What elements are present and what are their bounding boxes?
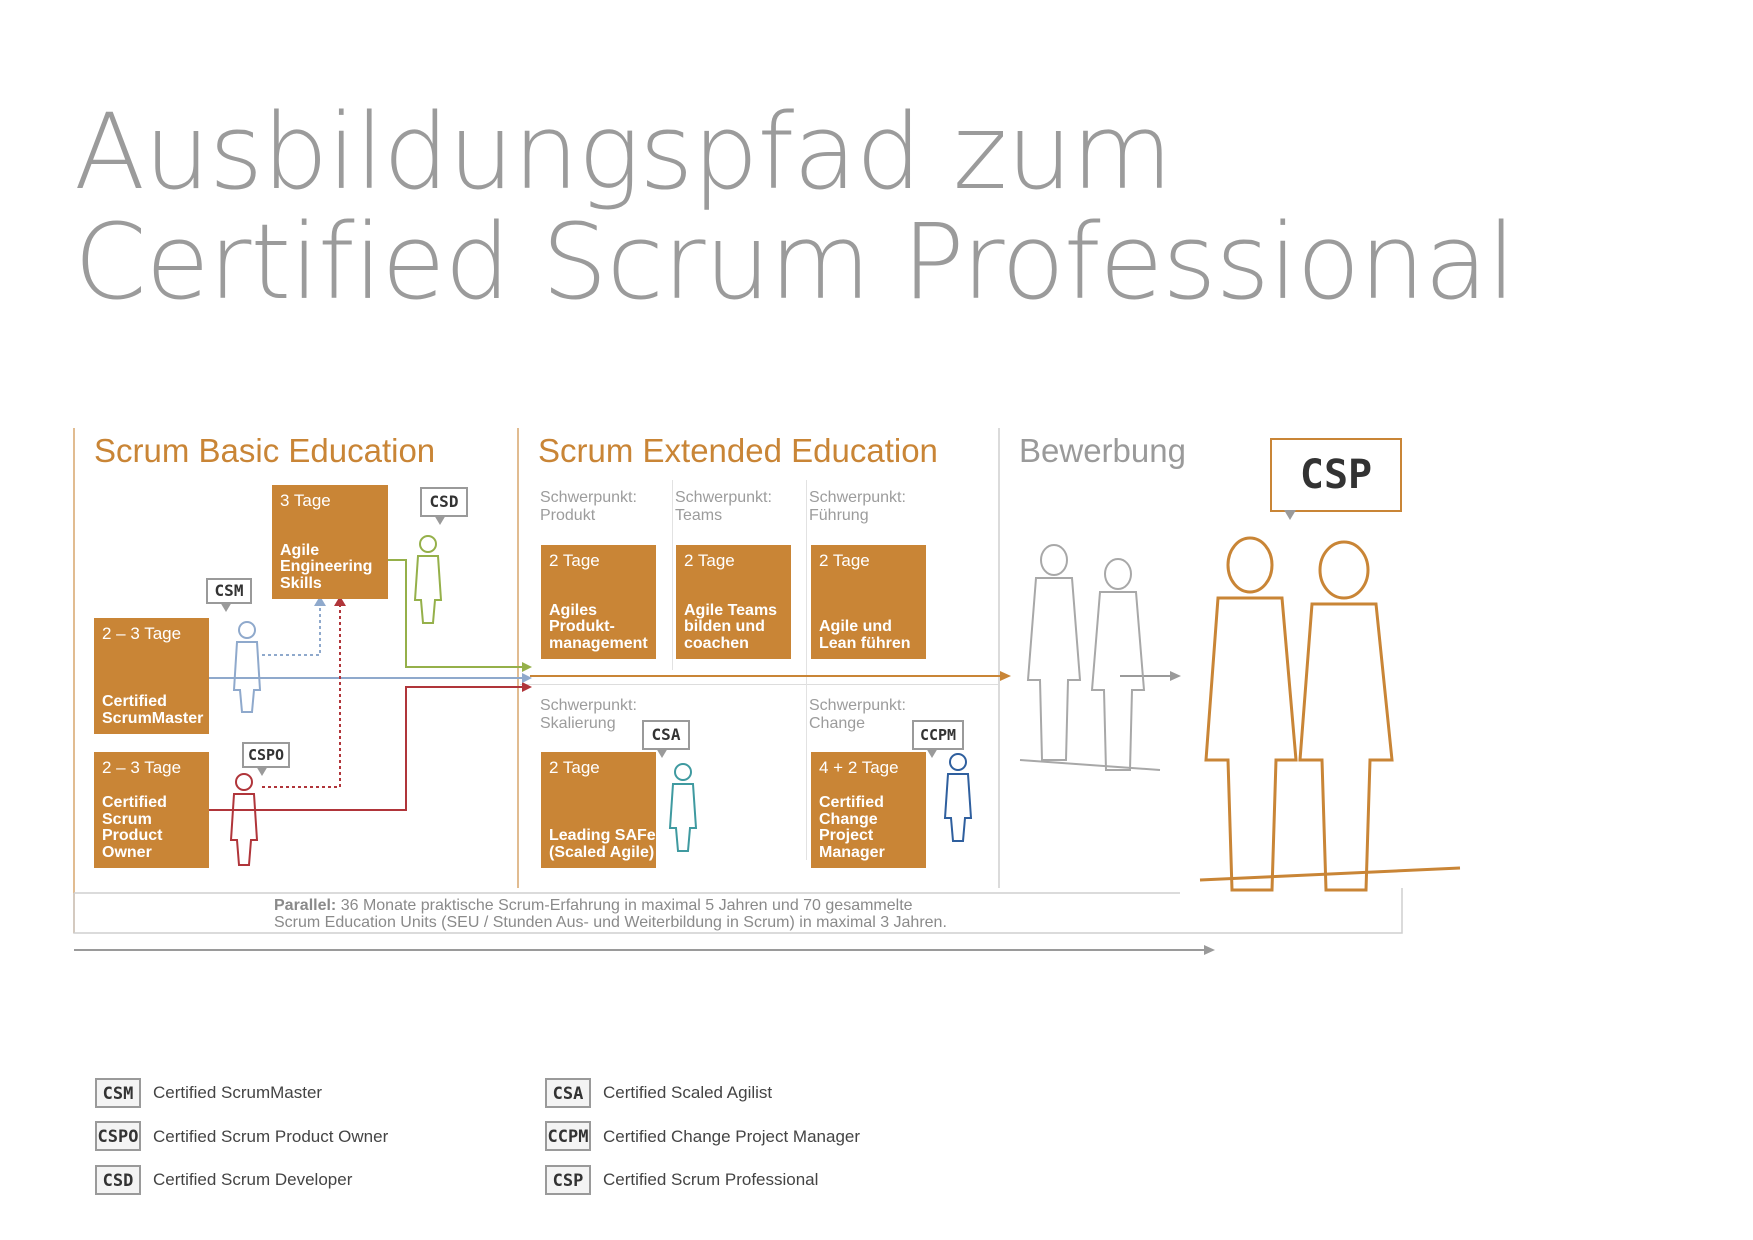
legend-badge-csd: CSD	[95, 1165, 141, 1195]
extended-path-arrowhead	[1000, 671, 1011, 681]
legend-badge-csm: CSM	[95, 1078, 141, 1108]
csm-person-figure	[232, 621, 262, 713]
legend-badge-cspo: CSPO	[95, 1121, 141, 1151]
parallel-label: Parallel:	[274, 897, 337, 914]
bubble-cspo: CSPO	[242, 742, 290, 776]
legend-text-csa: Certified Scaled Agilist	[603, 1083, 773, 1102]
legend-badge-csp: CSP	[545, 1165, 591, 1195]
course-days: 2 – 3 Tage	[102, 758, 182, 777]
course-box-ccpm: 4 + 2 Tage Certified Change Project Mana…	[811, 752, 926, 868]
csd-path-line	[388, 559, 530, 668]
bubble-csp: CSP	[1270, 438, 1402, 520]
course-box-produkt: 2 Tage Agiles Produkt- management	[541, 545, 656, 659]
course-box-csm: 2 – 3 Tage Certified ScrumMaster	[94, 618, 209, 734]
section-divider-2	[998, 428, 1000, 888]
course-name: Agile und Lean führen	[819, 618, 911, 653]
bubble-csd: CSD	[420, 487, 468, 525]
csd-person-figure	[413, 535, 443, 624]
course-box-teams: 2 Tage Agile Teams bilden und coachen	[676, 545, 791, 659]
focus-label-fuehrung: Schwerpunkt: Führung	[809, 489, 906, 524]
course-box-csd: 3 Tage Agile Engineering Skills	[272, 485, 388, 599]
legend-text-csd: Certified Scrum Developer	[153, 1170, 353, 1189]
bubble-ccpm: CCPM	[912, 720, 964, 758]
legend-text-csm: Certified ScrumMaster	[153, 1083, 323, 1102]
course-name: Agiles Produkt- management	[549, 601, 648, 653]
course-days: 4 + 2 Tage	[819, 758, 899, 777]
csm-to-csd-arrowhead	[314, 596, 326, 606]
course-days: 2 Tage	[819, 551, 870, 570]
course-name: Agile Teams bilden und coachen	[684, 601, 778, 653]
course-days: 2 Tage	[549, 551, 600, 570]
parallel-frame	[73, 888, 1403, 934]
course-days: 2 Tage	[684, 551, 735, 570]
cspo-to-csd-arrowhead	[334, 596, 346, 606]
course-name: Certified Change Project Manager	[819, 793, 885, 862]
course-days: 2 Tage	[549, 758, 600, 777]
cspo-path-line	[209, 686, 530, 811]
csp-person-figures	[1199, 536, 1461, 892]
timeline-arrowhead	[1204, 945, 1215, 955]
csm-to-csd-dotted	[262, 604, 321, 656]
extended-col-divider-1	[672, 480, 673, 670]
section-title-basic: Scrum Basic Education	[94, 432, 436, 469]
course-name: Certified ScrumMaster	[102, 693, 204, 728]
course-days: 3 Tage	[280, 491, 331, 510]
parallel-note-line2: Scrum Education Units (SEU / Stunden Aus…	[274, 914, 947, 931]
course-name: Certified Scrum Product Owner	[102, 793, 167, 862]
course-box-cspo: 2 – 3 Tage Certified Scrum Product Owner	[94, 752, 209, 868]
cspo-path-arrowhead	[522, 682, 532, 692]
cspo-person-figure	[229, 773, 259, 866]
course-box-fuehrung: 2 Tage Agile und Lean führen	[811, 545, 926, 659]
frame-left-line	[73, 428, 75, 933]
section-title-application: Bewerbung	[1019, 432, 1186, 469]
parallel-note-line1: Parallel: 36 Monate praktische Scrum-Erf…	[274, 897, 913, 915]
extended-col-divider-2	[806, 480, 807, 860]
course-name: Agile Engineering Skills	[280, 541, 373, 593]
focus-label-skalierung: Schwerpunkt: Skalierung	[540, 697, 637, 732]
section-divider-1	[517, 428, 519, 888]
csa-person-figure	[668, 763, 698, 852]
focus-label-change: Schwerpunkt: Change	[809, 697, 906, 732]
legend-text-ccpm: Certified Change Project Manager	[603, 1127, 861, 1146]
bubble-csm: CSM	[206, 578, 252, 612]
csd-path-arrowhead	[522, 662, 532, 672]
page-title-line2: Certified Scrum Professional	[74, 201, 1516, 323]
bubble-csa: CSA	[642, 720, 690, 758]
focus-label-teams: Schwerpunkt: Teams	[675, 489, 772, 524]
legend-badge-csa: CSA	[545, 1078, 591, 1108]
cspo-to-csd-dotted	[262, 604, 341, 788]
csm-path-arrowhead	[522, 673, 532, 683]
focus-label-produkt: Schwerpunkt: Produkt	[540, 489, 637, 524]
parallel-text1: 36 Monate praktische Scrum-Erfahrung in …	[336, 897, 913, 914]
legend-text-cspo: Certified Scrum Product Owner	[153, 1127, 389, 1146]
ccpm-person-figure	[943, 753, 973, 842]
course-box-safe: 2 Tage Leading SAFe (Scaled Agile)	[541, 752, 656, 868]
legend-badge-ccpm: CCPM	[545, 1121, 591, 1151]
course-name: Leading SAFe (Scaled Agile)	[549, 827, 656, 862]
applicant-person-figures	[1019, 544, 1161, 771]
extended-row-divider	[520, 684, 998, 685]
course-days: 2 – 3 Tage	[102, 624, 182, 643]
page-title-line1: Ausbildungspfad zum	[74, 91, 1173, 213]
section-title-extended: Scrum Extended Education	[538, 432, 938, 469]
legend-text-csp: Certified Scrum Professional	[603, 1170, 819, 1189]
application-path-arrowhead	[1170, 671, 1181, 681]
